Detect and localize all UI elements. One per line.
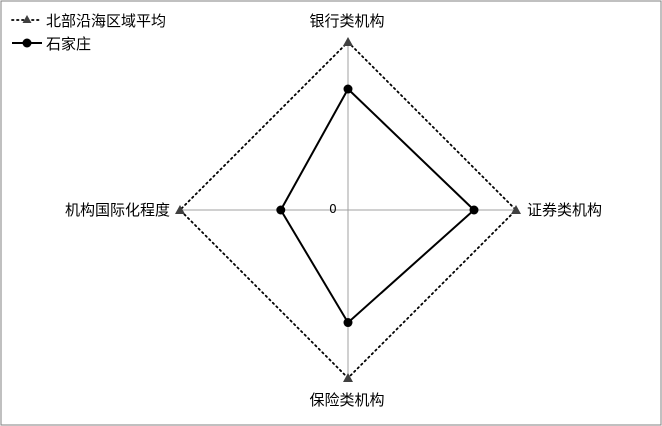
- data-point-shijiazhuang-securities: [469, 205, 479, 215]
- axis-label-bank: 银行类机构: [309, 12, 384, 30]
- axis-label-insurance: 保险类机构: [309, 391, 384, 409]
- legend-label-shijiazhuang: 石家庄: [46, 35, 91, 53]
- data-point-shijiazhuang-internationalization: [276, 205, 286, 215]
- legend-label-regional-average: 北部沿海区域平均: [46, 12, 166, 30]
- data-point-regional-average-bank: [343, 37, 353, 46]
- legend-marker-triangle: [22, 15, 32, 23]
- data-point-regional-average-securities: [511, 205, 521, 214]
- axis-label-internationalization: 机构国际化程度: [65, 201, 170, 219]
- data-point-shijiazhuang-insurance: [343, 318, 353, 328]
- series-group: [175, 37, 521, 382]
- legend-entry-regional-average: 北部沿海区域平均: [11, 12, 166, 30]
- legend-entry-shijiazhuang: 石家庄: [12, 35, 91, 53]
- legend: 北部沿海区域平均 石家庄: [11, 12, 166, 53]
- axes-group: [180, 42, 516, 378]
- data-point-shijiazhuang-bank: [343, 84, 353, 94]
- legend-marker-circle: [22, 38, 32, 48]
- data-point-regional-average-insurance: [343, 373, 353, 382]
- axis-label-securities: 证券类机构: [527, 201, 602, 219]
- data-point-regional-average-internationalization: [175, 205, 185, 214]
- center-tick-label: 0: [329, 202, 337, 216]
